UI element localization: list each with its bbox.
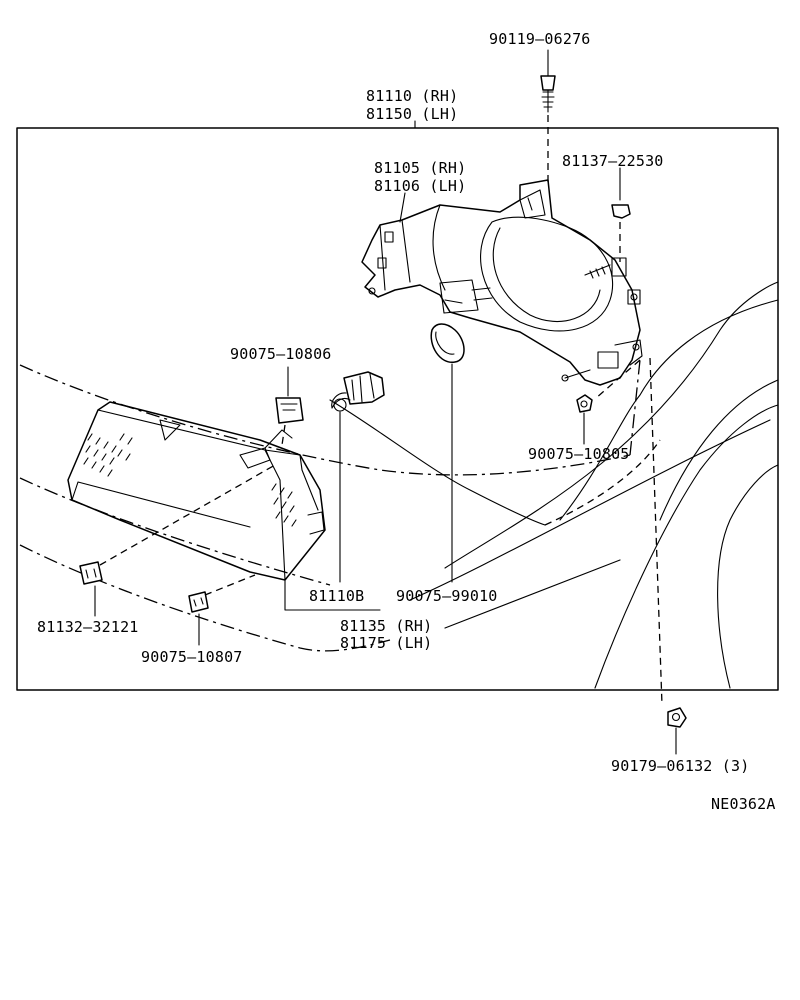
label-90179-06132: 90179–06132 (3) <box>611 757 749 775</box>
leader-lens-unit <box>284 577 381 611</box>
label-81106-lh: 81106 (LH) <box>374 177 466 195</box>
clip-81137 <box>611 167 631 262</box>
label-81132-32121: 81132–32121 <box>37 618 139 636</box>
label-81110-rh: 81110 (RH) <box>366 87 458 105</box>
guide-housing-to-nut <box>595 359 641 399</box>
label-90075-10805: 90075–10805 <box>528 445 630 463</box>
mounting-screw-90119 <box>540 49 556 185</box>
headlamp-housing <box>361 179 643 386</box>
retaining-ring-90075-99010 <box>430 323 465 583</box>
label-90075-10806: 90075–10806 <box>230 345 332 363</box>
leader-81105 <box>399 192 406 223</box>
lamp-lens-unit <box>67 401 326 581</box>
label-81105-rh: 81105 (RH) <box>374 159 466 177</box>
label-81135-rh: 81135 (RH) <box>340 617 432 635</box>
guide-housing-to-bottom-nut <box>649 357 663 706</box>
assembly-frame <box>16 127 779 691</box>
diagram-code: NE0362A <box>711 795 776 813</box>
clip-90075-10807 <box>188 574 256 646</box>
bulb-81110b <box>331 371 385 583</box>
nut-90179 <box>667 707 687 755</box>
label-81137-22530: 81137–22530 <box>562 152 664 170</box>
clip-81132 <box>79 464 276 617</box>
label-90119-06276: 90119–06276 <box>489 30 591 48</box>
grommet-90075-10806 <box>275 366 304 446</box>
label-90075-99010: 90075–99010 <box>396 587 498 605</box>
label-81175-lh: 81175 (LH) <box>340 634 432 652</box>
label-81110b: 81110B <box>309 587 364 605</box>
label-81150-lh: 81150 (LH) <box>366 105 458 123</box>
label-90075-10807: 90075–10807 <box>141 648 243 666</box>
nut-90075-10805 <box>576 394 593 445</box>
leader-ring <box>444 559 621 629</box>
